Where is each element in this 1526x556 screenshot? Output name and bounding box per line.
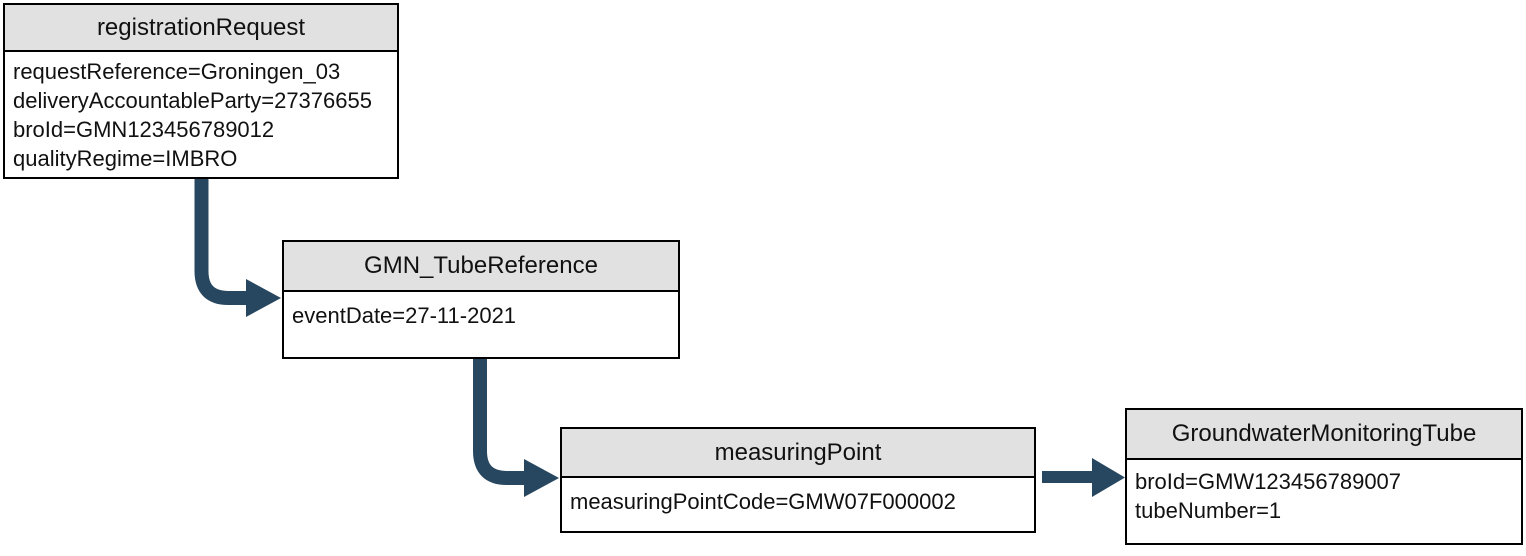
node-title: registrationRequest	[96, 13, 306, 41]
node-attribute: requestReference=Groningen_03	[13, 59, 341, 84]
node-attribute: broId=GMW123456789007	[1135, 469, 1402, 494]
node-title: GMN_TubeReference	[364, 252, 598, 279]
node-header: registrationRequest	[5, 5, 397, 52]
node-body: requestReference=Groningen_03 deliveryAc…	[5, 52, 397, 173]
node-body: eventDate=27-11-2021	[284, 292, 678, 330]
node-title: measuringPoint	[714, 438, 882, 466]
edge-3-arrowhead	[1092, 458, 1125, 497]
edge-2-arrowhead	[524, 459, 559, 497]
node-attribute: measuringPointCode=GMW07F000002	[570, 489, 956, 514]
node-attribute: qualityRegime=IMBRO	[13, 146, 238, 171]
node-title: GroundwaterMonitoringTube	[1171, 420, 1477, 447]
edge-registrationrequest-to-gmntubereference	[194, 179, 247, 305]
node-header: GMN_TubeReference	[284, 242, 678, 292]
node-gmn-tube-reference: GMN_TubeReference eventDate=27-11-2021	[282, 240, 680, 359]
node-body: broId=GMW123456789007 tubeNumber=1	[1127, 460, 1521, 525]
edge-gmntubereference-to-measuringpoint	[473, 358, 525, 485]
node-header: measuringPoint	[562, 429, 1034, 478]
edge-1-arrowhead	[246, 279, 281, 317]
node-attribute: eventDate=27-11-2021	[292, 303, 517, 328]
node-attribute: tubeNumber=1	[1135, 498, 1282, 523]
node-body: measuringPointCode=GMW07F000002	[562, 478, 1034, 516]
node-groundwater-monitoring-tube: GroundwaterMonitoringTube broId=GMW12345…	[1125, 408, 1523, 545]
node-registration-request: registrationRequest requestReference=Gro…	[3, 3, 399, 179]
node-attribute: deliveryAccountableParty=27376655	[13, 88, 372, 113]
node-header: GroundwaterMonitoringTube	[1127, 410, 1521, 460]
node-measuring-point: measuringPoint measuringPointCode=GMW07F…	[560, 427, 1036, 533]
node-attribute: broId=GMN123456789012	[13, 117, 275, 142]
